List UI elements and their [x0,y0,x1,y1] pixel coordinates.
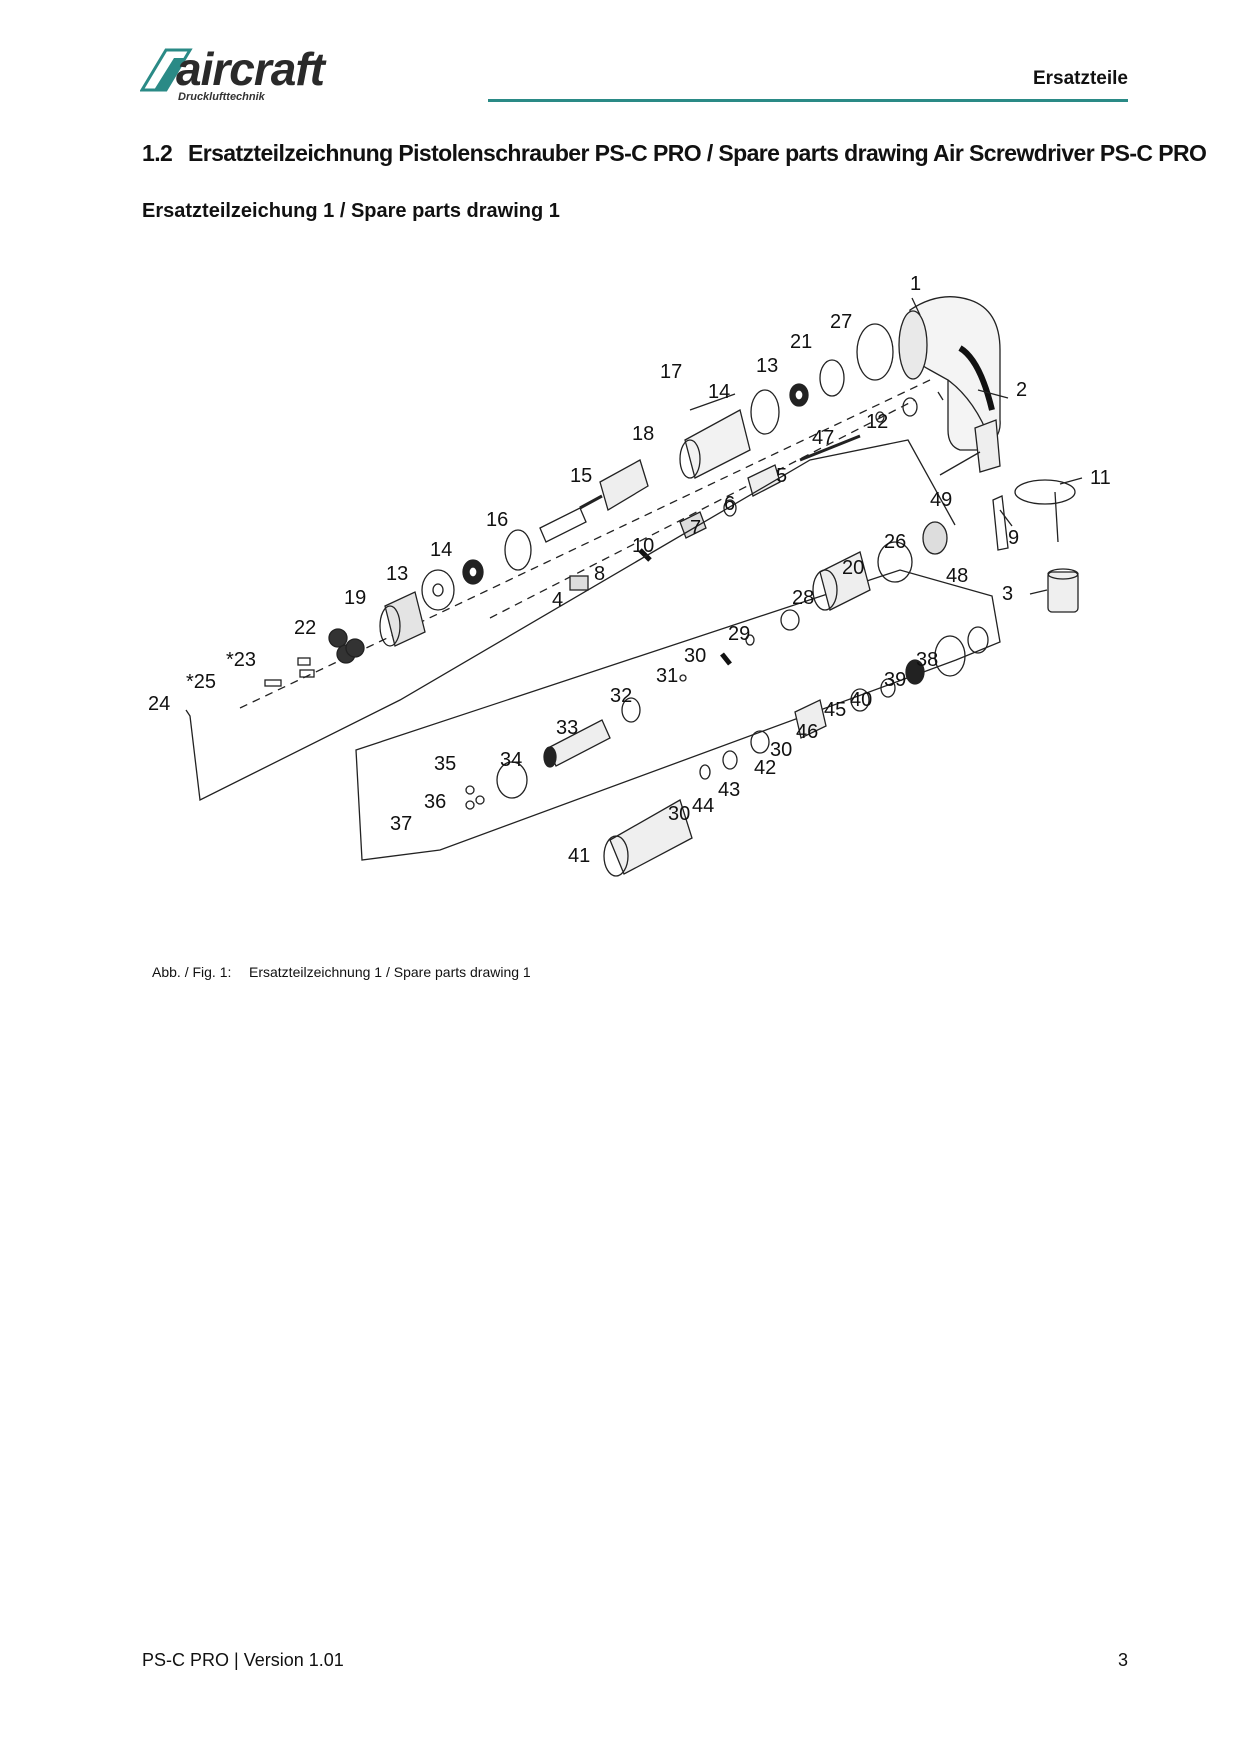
drawing-subtitle: Ersatzteilzeichung 1 / Spare parts drawi… [142,200,560,222]
callout-31: 31 [656,665,678,687]
callout-38: 38 [916,649,938,671]
callout-42: 42 [754,757,776,779]
exploded-parts-drawing: 1 2 3 4 5 6 7 8 9 10 11 12 13 14 15 16 1… [148,273,1111,877]
callout-12: 12 [866,411,888,433]
callout-49: 49 [930,489,952,511]
callout-36: 36 [424,791,446,813]
callout-9: 9 [1008,527,1019,549]
callout-1: 1 [910,273,921,295]
callout-11: 11 [1090,467,1111,489]
callout-30-c: 30 [668,803,690,825]
callout-20: 20 [842,557,864,579]
callout-44: 44 [692,795,714,817]
callout-37: 37 [390,813,412,835]
logo-mark-icon [140,48,193,92]
callout-10: 10 [632,535,654,557]
caption-label: Abb. / Fig. 1: [152,964,232,980]
callout-23: *23 [226,649,256,671]
callout-17: 17 [660,361,682,383]
callout-34: 34 [500,749,522,771]
section-title: 1.2 Ersatzteilzeichnung Pistolenschrauber… [142,140,1207,167]
callout-13-lower: 13 [386,563,408,585]
callout-22: 22 [294,617,316,639]
header-section-label: Ersatzteile [1032,68,1128,89]
callout-35: 35 [434,753,456,775]
callout-15: 15 [570,465,592,487]
callout-29: 29 [728,623,750,645]
callout-2: 2 [1016,379,1027,401]
callout-19: 19 [344,587,366,609]
callout-14-lower: 14 [430,539,452,561]
caption-text: Ersatzteilzeichnung 1 / Spare parts draw… [249,964,531,980]
callout-25: *25 [186,671,216,693]
callout-47: 47 [812,427,834,449]
callout-21: 21 [790,331,812,353]
callout-18: 18 [632,423,654,445]
callout-27: 27 [830,311,852,333]
figure-caption: Abb. / Fig. 1: Ersatzteilzeichnung 1 / Sp… [152,964,531,980]
header-divider [488,99,1128,102]
callout-41: 41 [568,845,590,867]
callout-13-upper: 13 [756,355,778,377]
callout-39: 39 [884,669,906,691]
callout-30-a: 30 [684,645,706,667]
callout-33: 33 [556,717,578,739]
footer-document-version: PS-C PRO | Version 1.01 [142,1650,344,1670]
brand-logo: aircraft Drucklufttechnik [140,46,376,108]
callout-3: 3 [1002,583,1013,605]
callout-45: 45 [824,699,846,721]
callout-7: 7 [690,517,701,539]
brand-name: aircraft [176,43,325,95]
callout-14-upper: 14 [708,381,730,403]
callout-8: 8 [594,563,605,585]
section-number: 1.2 [142,140,173,166]
section-title-text: Ersatzteilzeichnung Pistolenschrauber PS… [188,140,1207,166]
callout-26: 26 [884,531,906,553]
callout-6: 6 [724,493,735,515]
callout-40: 40 [850,689,872,711]
callout-43: 43 [718,779,740,801]
callout-28: 28 [792,587,814,609]
callout-5: 5 [776,465,787,487]
callout-4: 4 [552,589,563,611]
callout-48: 48 [946,565,968,587]
callout-30-b: 30 [770,739,792,761]
brand-subtitle: Drucklufttechnik [178,91,265,103]
callout-32: 32 [610,685,632,707]
callout-46: 46 [796,721,818,743]
callout-24: 24 [148,693,170,715]
callout-16: 16 [486,509,508,531]
footer-page-number: 3 [1117,1650,1128,1670]
